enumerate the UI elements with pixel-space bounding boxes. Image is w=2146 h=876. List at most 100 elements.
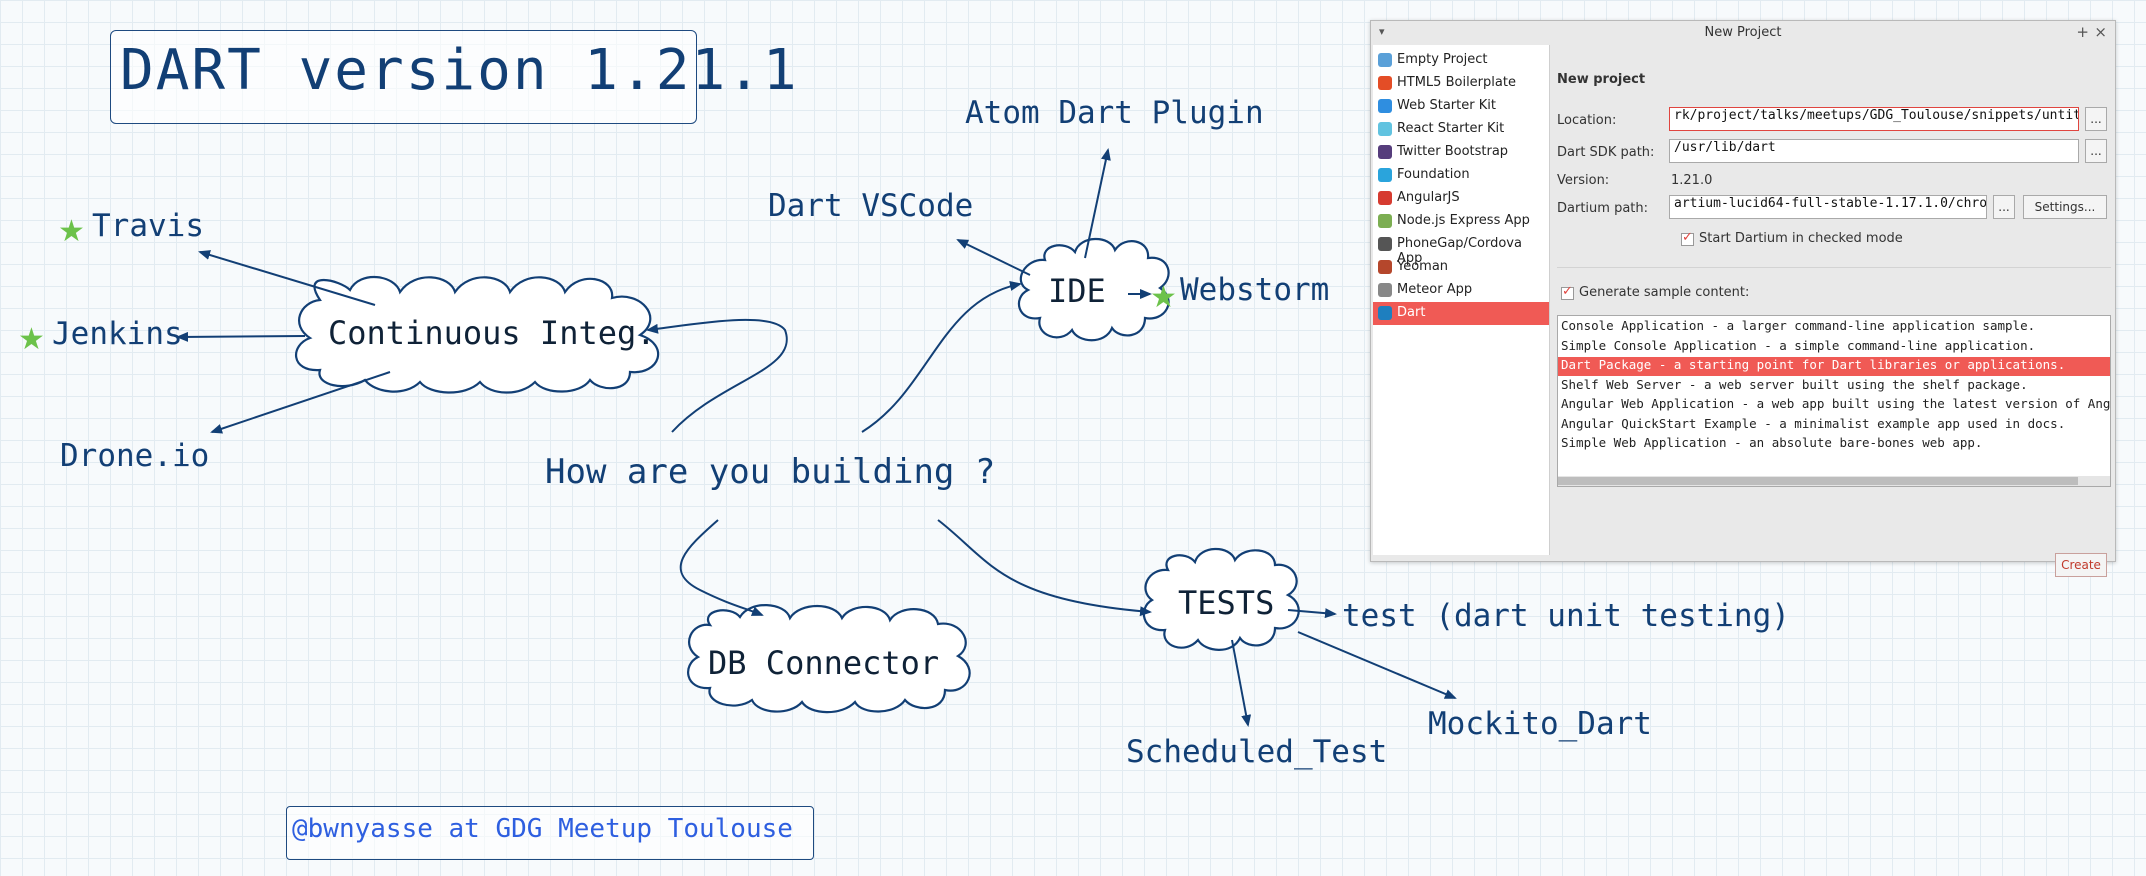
sample-item[interactable]: Shelf Web Server - a web server built us… xyxy=(1561,376,2028,392)
angular-icon xyxy=(1378,191,1392,205)
nodejs-icon xyxy=(1378,214,1392,228)
project-item[interactable]: HTML5 Boilerplate xyxy=(1373,72,1549,95)
bootstrap-icon xyxy=(1378,145,1392,159)
ide-webstorm: Webstorm xyxy=(1180,272,1330,308)
cloud-tests xyxy=(1142,547,1300,651)
project-item-label: Dart xyxy=(1397,305,1426,320)
globe-icon xyxy=(1378,53,1392,67)
generate-sample-label: Generate sample content: xyxy=(1579,285,1750,300)
project-form: New project Location: rk/project/talks/m… xyxy=(1557,45,2111,577)
window-close-icon[interactable]: × xyxy=(2094,23,2107,41)
project-item[interactable]: Node.js Express App xyxy=(1373,210,1549,233)
node-tests: TESTS xyxy=(1178,584,1275,622)
foundation-icon xyxy=(1378,168,1392,182)
html5-icon xyxy=(1378,76,1392,90)
sdk-browse-button[interactable]: ... xyxy=(2085,139,2107,163)
settings-button[interactable]: Settings... xyxy=(2023,195,2107,219)
sample-item[interactable]: Simple Web Application - an absolute bar… xyxy=(1561,435,1983,450)
arrow-question-to-tests xyxy=(937,519,1152,617)
page-title: DART version 1.21.1 xyxy=(120,38,799,103)
version-value: 1.21.0 xyxy=(1671,173,1713,188)
node-db-connector: DB Connector xyxy=(708,644,940,682)
react-icon xyxy=(1378,122,1392,136)
project-item-label: Yeoman xyxy=(1397,259,1449,274)
test-mockito: Mockito_Dart xyxy=(1428,706,1652,742)
phonegap-icon xyxy=(1378,237,1392,251)
horizontal-scrollbar[interactable] xyxy=(1558,476,2110,486)
arrow-to-drone xyxy=(210,371,391,434)
generate-sample-checkbox[interactable] xyxy=(1561,284,1574,300)
project-item-label: Empty Project xyxy=(1397,52,1488,67)
arrow-question-to-db xyxy=(679,519,764,616)
dartium-browse-button[interactable]: ... xyxy=(1993,195,2015,219)
footer-box xyxy=(286,806,814,860)
dartium-path-input[interactable]: artium-lucid64-full-stable-1.17.1.0/chro… xyxy=(1669,195,1987,219)
sample-item[interactable]: Dart Package - a starting point for Dart… xyxy=(1558,357,2110,376)
project-item[interactable]: Twitter Bootstrap xyxy=(1373,141,1549,164)
project-item[interactable]: Web Starter Kit xyxy=(1373,95,1549,118)
project-item-label: Foundation xyxy=(1397,167,1470,182)
star-icon: ★ xyxy=(58,214,85,249)
test-scheduled: Scheduled_Test xyxy=(1126,734,1388,770)
footer-credit: @bwnyasse at GDG Meetup Toulouse xyxy=(292,814,793,844)
arrow-to-jenkins xyxy=(176,331,306,342)
window-maximize-icon[interactable]: + xyxy=(2076,23,2089,41)
checked-mode-checkbox[interactable] xyxy=(1681,230,1694,246)
scrollbar-thumb[interactable] xyxy=(1558,477,2078,485)
star-icon: ★ xyxy=(18,322,45,357)
project-item[interactable]: React Starter Kit xyxy=(1373,118,1549,141)
arrow-to-test-pkg xyxy=(1287,608,1337,619)
project-item-label: Node.js Express App xyxy=(1397,213,1530,228)
cloud-ide xyxy=(1018,237,1170,342)
project-item-label: HTML5 Boilerplate xyxy=(1397,75,1516,90)
location-input[interactable]: rk/project/talks/meetups/GDG_Toulouse/sn… xyxy=(1669,107,2079,131)
sdk-path-input[interactable]: /usr/lib/dart xyxy=(1669,139,2079,163)
project-item-label: Web Starter Kit xyxy=(1397,98,1496,113)
sample-content-list: Simple Web Application - an absolute bar… xyxy=(1557,315,2111,487)
window-menu-icon[interactable]: ▾ xyxy=(1379,25,1385,38)
ci-drone: Drone.io xyxy=(60,438,210,474)
test-package: test (dart unit testing) xyxy=(1342,598,1790,634)
project-item-label: AngularJS xyxy=(1397,190,1460,205)
project-item[interactable]: Dart xyxy=(1373,302,1549,325)
meteor-icon xyxy=(1378,283,1392,297)
arrow-question-to-ci xyxy=(646,318,788,433)
chrome-icon xyxy=(1378,99,1392,113)
star-icon: ★ xyxy=(1150,280,1177,315)
arrow-question-to-ide xyxy=(861,281,1022,433)
window-titlebar: ▾ New Project + × xyxy=(1371,21,2115,45)
ide-atom: Atom Dart Plugin xyxy=(965,95,1264,131)
sample-item[interactable]: Angular Web Application - a web app buil… xyxy=(1561,396,2111,411)
version-label: Version: xyxy=(1557,173,1610,188)
arrow-to-atom xyxy=(1084,148,1111,259)
ci-jenkins: Jenkins xyxy=(52,316,183,352)
center-question: How are you building ? xyxy=(545,452,996,492)
sample-item[interactable]: Console Application - a larger command-l… xyxy=(1561,318,2036,333)
sample-item[interactable]: Simple Console Application - a simple co… xyxy=(1561,337,2036,353)
project-item[interactable]: Foundation xyxy=(1373,164,1549,187)
project-item[interactable]: Empty Project xyxy=(1373,49,1549,72)
project-item[interactable]: Meteor App xyxy=(1373,279,1549,302)
dart-icon xyxy=(1378,306,1392,320)
node-continuous-integ: Continuous Integ. xyxy=(328,314,656,352)
arrow-to-mockito xyxy=(1297,631,1457,699)
window-title: New Project xyxy=(1704,25,1782,40)
project-item-label: Twitter Bootstrap xyxy=(1397,144,1509,159)
project-item[interactable]: Yeoman xyxy=(1373,256,1549,279)
form-divider xyxy=(1557,267,2111,268)
location-browse-button[interactable]: ... xyxy=(2085,107,2107,131)
section-title: New project xyxy=(1557,72,1646,87)
sample-item[interactable]: Angular QuickStart Example - a minimalis… xyxy=(1561,415,2066,431)
create-button[interactable]: Create xyxy=(2055,553,2107,577)
arrow-to-scheduled xyxy=(1231,639,1252,727)
project-item-label: PhoneGap/Cordova App xyxy=(1397,236,1522,266)
project-item[interactable]: PhoneGap/Cordova App xyxy=(1373,233,1549,266)
title-box xyxy=(110,30,697,124)
arrow-to-travis xyxy=(198,250,376,306)
project-item[interactable]: AngularJS xyxy=(1373,187,1549,210)
dartium-label: Dartium path: xyxy=(1557,201,1648,216)
node-ide: IDE xyxy=(1048,272,1106,310)
yeoman-icon xyxy=(1378,260,1392,274)
